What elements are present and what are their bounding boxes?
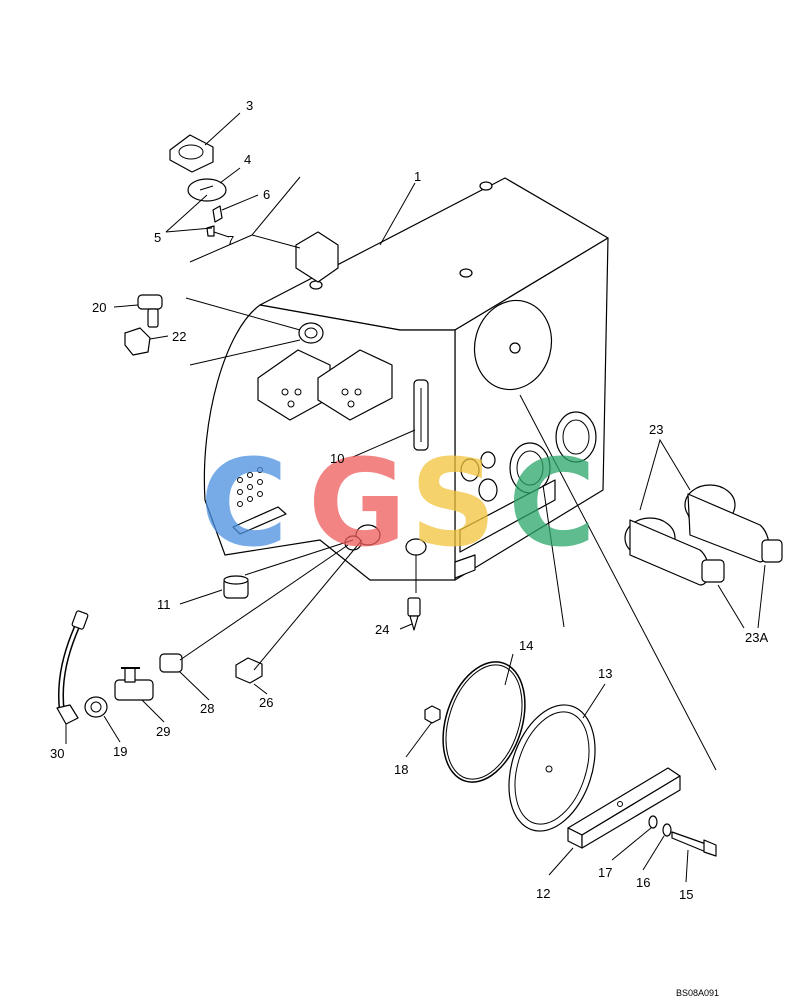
hydraulic-tank [203,177,609,581]
plug [223,575,249,599]
callout-10: 10 [330,451,344,466]
nipple [159,653,183,673]
callout-5: 5 [154,230,161,245]
callout-22: 22 [172,329,186,344]
breather-cap [169,134,214,173]
callout-1: 1 [414,169,421,184]
watermark-letter-c1: C [200,435,288,574]
filler-neck [295,231,339,283]
callout-16: 16 [636,875,650,890]
callout-23a: 23A [745,630,768,645]
suction-strainer-upper [684,484,783,563]
callout-6: 6 [263,187,270,202]
screw [206,225,215,237]
filler-cap-assembly [169,134,339,283]
callout-11: 11 [157,597,171,612]
callout-3: 3 [246,98,253,113]
callout-13: 13 [598,666,612,681]
callout-17: 17 [598,865,612,880]
bolt [671,831,717,857]
leader-lines [65,112,766,883]
hose-assembly [56,610,89,725]
nut [84,696,108,718]
callout-labels: 1 3 4 5 6 7 10 11 12 13 14 15 16 17 18 1… [50,98,768,902]
callout-4: 4 [244,152,251,167]
callout-15: 15 [679,887,693,902]
watermark-letter-c2: C [508,435,596,574]
drawing-code: BS08A091 [676,988,719,998]
callout-18: 18 [394,762,408,777]
breather-valve [137,294,163,328]
callout-29: 29 [156,724,170,739]
o-ring [442,661,526,783]
callout-26: 26 [259,695,273,710]
mount-bracket-right [317,349,393,421]
watermark: C G S C [200,435,596,574]
suction-strainer-lower [624,517,725,586]
ball-valve [114,667,154,701]
callout-20: 20 [92,300,106,315]
callout-7: 7 [227,233,234,248]
callout-19: 19 [113,744,127,759]
callout-14: 14 [519,638,533,653]
elbow-fitting [124,327,151,356]
callout-28: 28 [200,701,214,716]
cap-gasket [187,178,227,202]
watermark-letter-s: S [410,435,496,574]
lock-nut [424,705,441,724]
callout-23: 23 [649,422,663,437]
adapter [235,657,263,684]
callout-30: 30 [50,746,64,761]
temperature-switch [407,597,421,631]
callout-12: 12 [536,886,550,901]
lock-washer [648,815,658,829]
lock-clip [212,205,223,223]
clamp-bar [567,767,681,849]
watermark-letter-g: G [308,435,407,574]
flat-washer [662,823,672,837]
callout-24: 24 [375,622,389,637]
